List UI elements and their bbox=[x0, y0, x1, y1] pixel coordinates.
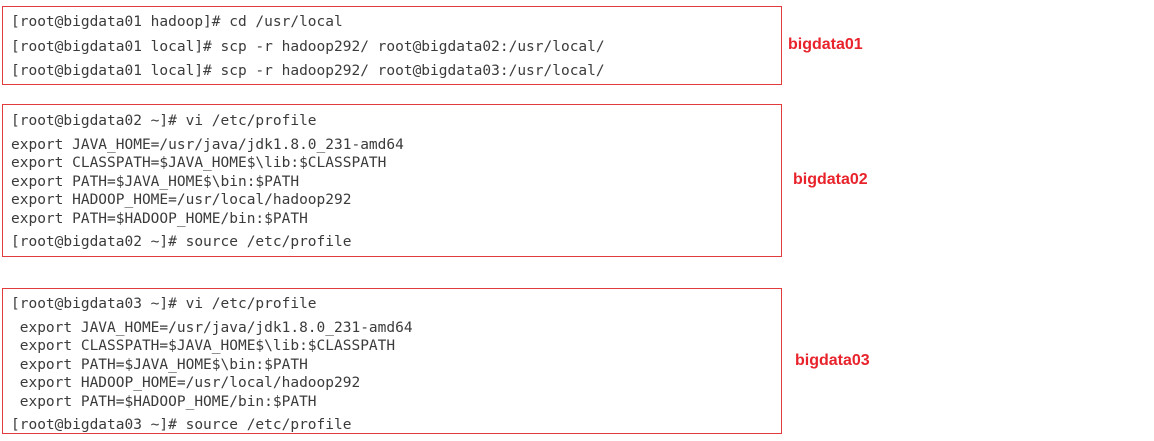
terminal-line: export HADOOP_HOME=/usr/local/hadoop292 bbox=[11, 375, 361, 392]
terminal-line: export PATH=$JAVA_HOME$\bin:$PATH bbox=[11, 356, 308, 373]
host-label-bigdata01: bigdata01 bbox=[788, 36, 863, 53]
terminal-line: [root@bigdata03 ~]# source /etc/profile bbox=[11, 417, 352, 434]
terminal-snippet-bigdata02: [root@bigdata02 ~]# vi /etc/profile expor… bbox=[2, 104, 782, 257]
terminal-line: [root@bigdata01 local]# scp -r hadoop292… bbox=[11, 63, 605, 79]
terminal-line: export CLASSPATH=$JAVA_HOME$\lib:$CLASSP… bbox=[11, 338, 396, 355]
terminal-line: export JAVA_HOME=/usr/java/jdk1.8.0_231-… bbox=[11, 137, 404, 153]
terminal-line: export CLASSPATH=$JAVA_HOME$\lib:$CLASSP… bbox=[11, 155, 387, 172]
terminal-line: export HADOOP_HOME=/usr/local/hadoop292 bbox=[11, 192, 352, 209]
host-label-bigdata02: bigdata02 bbox=[793, 171, 868, 188]
terminal-line: export PATH=$HADOOP_HOME/bin:$PATH bbox=[11, 210, 308, 227]
terminal-line: export PATH=$JAVA_HOME$\bin:$PATH bbox=[11, 173, 300, 190]
terminal-line: [root@bigdata02 ~]# vi /etc/profile bbox=[11, 113, 317, 129]
terminal-line: export PATH=$HADOOP_HOME/bin:$PATH bbox=[11, 393, 317, 410]
host-label-bigdata03: bigdata03 bbox=[795, 352, 870, 369]
terminal-snippet-bigdata01: [root@bigdata01 hadoop]# cd /usr/local [r… bbox=[2, 6, 782, 85]
terminal-line: [root@bigdata01 hadoop]# cd /usr/local bbox=[11, 14, 343, 30]
terminal-line: [root@bigdata01 local]# scp -r hadoop292… bbox=[11, 38, 605, 55]
terminal-snippet-bigdata03: [root@bigdata03 ~]# vi /etc/profile expo… bbox=[2, 288, 782, 434]
terminal-line: [root@bigdata02 ~]# source /etc/profile bbox=[11, 234, 352, 251]
terminal-line: [root@bigdata03 ~]# vi /etc/profile bbox=[11, 296, 317, 312]
terminal-line: export JAVA_HOME=/usr/java/jdk1.8.0_231-… bbox=[11, 320, 413, 336]
